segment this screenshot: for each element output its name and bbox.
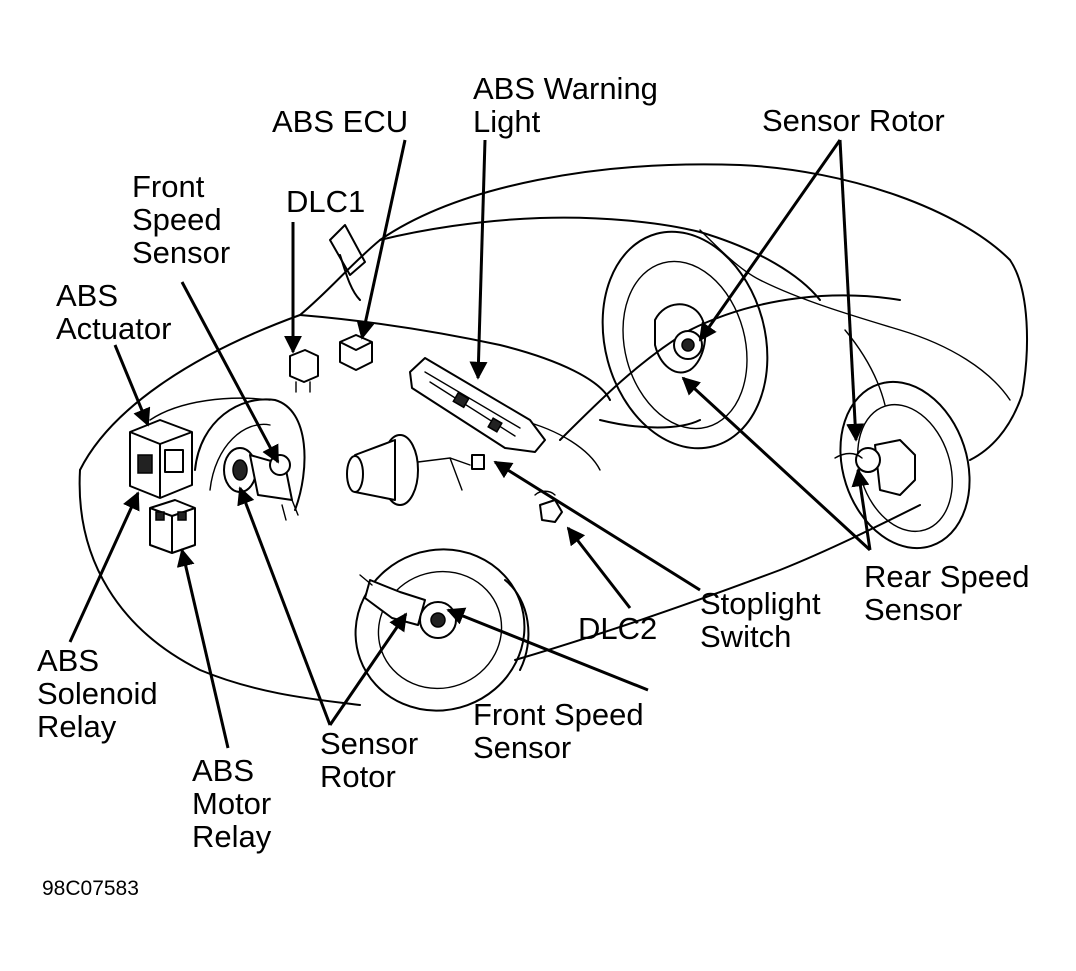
label-dlc2: DLC2 [578,611,658,646]
label-dlc1: DLC1 [286,184,366,219]
rear-right-wheel-far [834,380,971,550]
front-left-wheel [194,398,306,511]
label-sensor-rotor-rear: Sensor Rotor [762,103,945,138]
front-right-wheel [354,548,530,712]
abs-relays-part [149,499,196,554]
dlc2-part [534,490,563,523]
car-body [78,163,1028,706]
instrument-cluster-part [409,357,546,453]
front-left-sensor-part [223,447,299,521]
abs-ecu-part [339,334,373,371]
label-abs-ecu: ABS ECU [272,104,409,139]
rear-right-wheel-near [601,230,769,450]
figure-code: 98C07583 [42,877,139,900]
brake-booster-part [346,434,485,506]
leader-lines [68,139,872,749]
abs-actuator-part [129,419,193,499]
dlc1-part [289,349,319,393]
